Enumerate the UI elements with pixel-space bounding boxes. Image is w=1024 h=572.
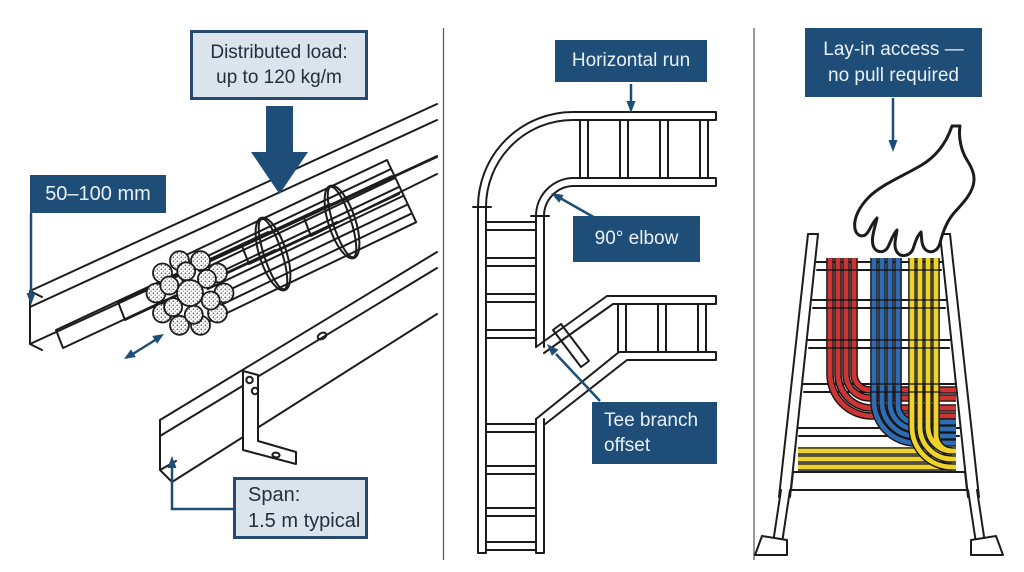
far-rail bbox=[29, 103, 438, 351]
tee-leader-arrow bbox=[547, 344, 601, 402]
near-rail bbox=[159, 251, 438, 483]
layin-legs bbox=[772, 489, 986, 544]
layin-rails bbox=[778, 233, 980, 498]
layin-access-label: Lay-in access — no pull required bbox=[805, 28, 982, 97]
elbow-label: 90° elbow bbox=[573, 216, 700, 262]
size-leader-arrow bbox=[26, 213, 36, 305]
run-leader-arrow bbox=[626, 84, 636, 113]
horizontal-run-rungs bbox=[579, 119, 709, 179]
yellow-cables bbox=[798, 258, 956, 471]
span-label: Span: 1.5 m typical bbox=[233, 477, 368, 539]
elbow-leader-arrow bbox=[551, 193, 598, 221]
rail-size-label: 50–100 mm bbox=[30, 175, 166, 213]
elbow-arcs bbox=[477, 111, 575, 217]
layin-leader-arrow bbox=[888, 98, 898, 152]
ladder-tray-isometric bbox=[26, 103, 438, 511]
cable-bundle bbox=[145, 159, 418, 336]
support-bracket bbox=[242, 370, 297, 465]
tray-routing-diagram bbox=[472, 84, 717, 554]
rail-hole bbox=[316, 331, 328, 341]
layin-front-rail bbox=[790, 471, 968, 491]
tee-branch-rungs bbox=[617, 303, 707, 353]
layin-tray bbox=[754, 98, 1004, 556]
tee-branch-label: Tee branch offset bbox=[592, 402, 717, 464]
layin-foot-left bbox=[754, 535, 788, 556]
layin-foot-right bbox=[970, 535, 1004, 556]
vertical-ladder-rails bbox=[472, 206, 550, 554]
hand-icon bbox=[853, 124, 976, 258]
down-arrow-icon bbox=[251, 106, 308, 194]
double-arrow-icon bbox=[124, 334, 164, 359]
span-leader-arrow bbox=[167, 456, 233, 511]
cable-rung-ticks bbox=[826, 269, 941, 393]
horizontal-run-rails bbox=[572, 111, 717, 187]
tee-diagonal-rung bbox=[552, 323, 590, 368]
horizontal-run-label: Horizontal run bbox=[555, 40, 707, 82]
cable-ends bbox=[145, 250, 235, 336]
distributed-load-label: Distributed load: up to 120 kg/m bbox=[190, 30, 368, 100]
bundle-straps bbox=[254, 184, 361, 292]
red-cables bbox=[826, 258, 956, 420]
vertical-ladder-rungs bbox=[485, 221, 537, 551]
